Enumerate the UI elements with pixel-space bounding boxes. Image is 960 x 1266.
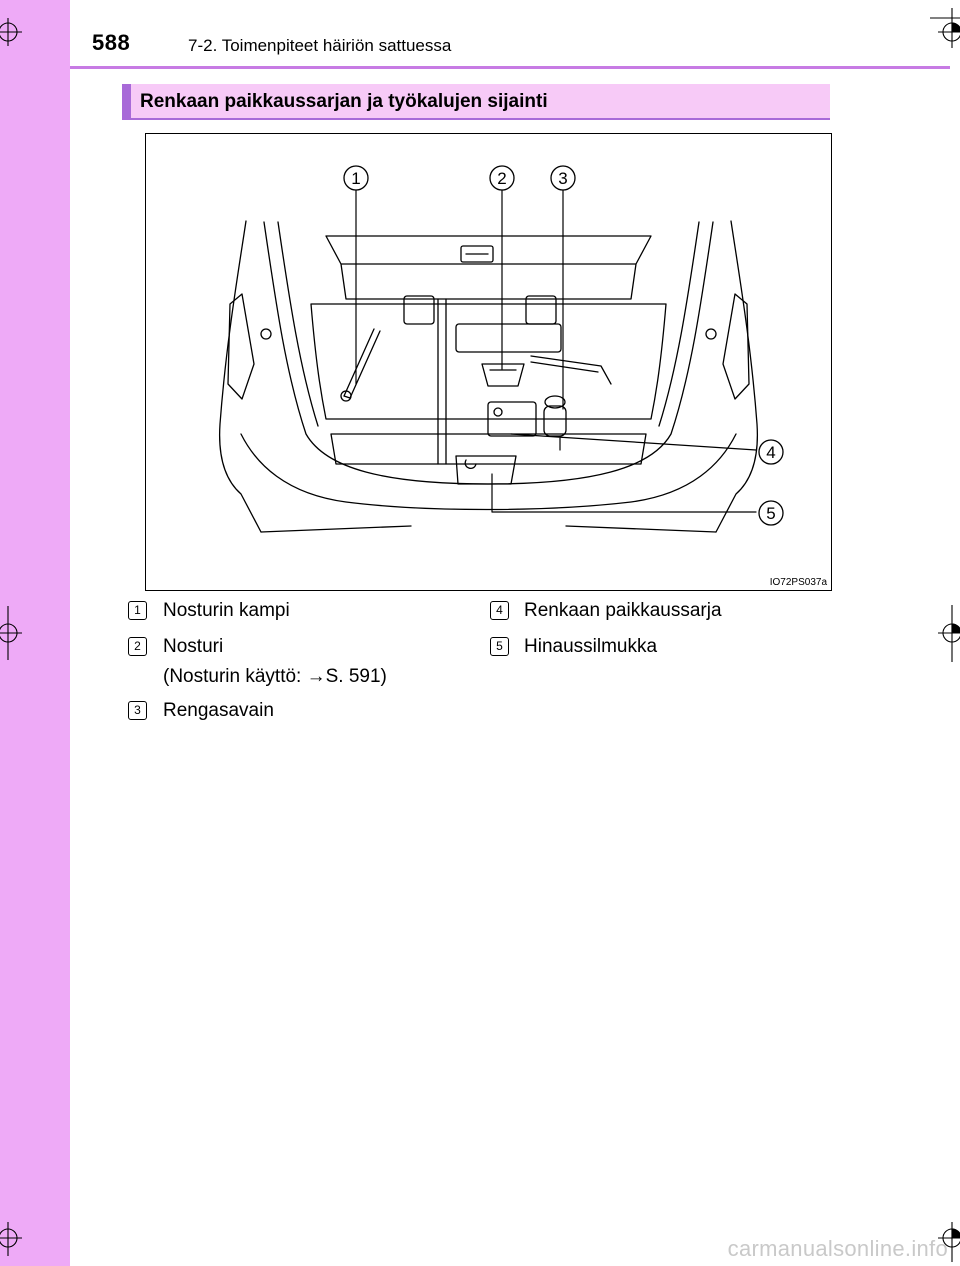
header-rule	[70, 66, 950, 69]
lower-floor	[330, 433, 647, 465]
callout-2-label: 2	[497, 169, 506, 188]
chapter-title: 7-2. Toimenpiteet häiriön sattuessa	[188, 36, 452, 55]
registration-mark-bottom-left	[0, 1222, 22, 1256]
callout-4-label: 4	[766, 443, 775, 462]
car-body-outline	[218, 220, 759, 533]
legend-number-5: 5	[490, 637, 509, 656]
registration-mark-mid-left	[0, 606, 22, 660]
figure-code: IO72PS037a	[769, 577, 827, 588]
page-number: 588	[92, 30, 131, 55]
registration-mark-mid-right	[938, 605, 960, 662]
leader-line-5	[491, 473, 757, 513]
section-title: Renkaan paikkaussarjan ja työkalujen sij…	[140, 91, 548, 112]
callout-1-label: 1	[351, 169, 360, 188]
callout-3-label: 3	[558, 169, 567, 188]
callout-1: 1	[343, 165, 369, 191]
callout-5: 5	[758, 500, 784, 526]
watermark: carmanualsonline.info	[727, 1236, 948, 1261]
legend-text-2a: Nosturi	[163, 636, 224, 657]
leader-line-4	[510, 433, 757, 451]
seat-back	[325, 235, 652, 300]
repair-kit-drawing	[487, 401, 537, 437]
legend-number-2: 2	[128, 637, 147, 656]
callout-2: 2	[489, 165, 515, 191]
jack-drawing	[481, 363, 525, 387]
legend-text-5: Hinaussilmukka	[524, 636, 658, 657]
jack-handle-drawing	[343, 328, 381, 399]
legend-text-2b: (Nosturin käyttö: →S. 591)	[163, 666, 387, 687]
rear-bumper	[240, 433, 737, 511]
registration-mark-top-right	[930, 8, 960, 48]
legend-number-1: 1	[128, 601, 147, 620]
towing-eye-drawing	[455, 455, 517, 485]
trunk-illustration: 1 2 3 4 5 IO72PS037a	[145, 133, 832, 591]
legend-number-3: 3	[128, 701, 147, 720]
callout-5-label: 5	[766, 504, 775, 523]
callout-3: 3	[550, 165, 576, 191]
right-tail-light	[722, 293, 750, 400]
section-heading-accent	[122, 84, 131, 120]
legend-number-4: 4	[490, 601, 509, 620]
wrench-drawing	[530, 355, 612, 385]
section-heading-box	[122, 84, 830, 120]
callout-4: 4	[758, 439, 784, 465]
legend-text-4: Renkaan paikkaussarja	[524, 600, 722, 621]
registration-mark-top-left	[0, 18, 22, 46]
trunk-drawing: 1 2 3 4 5	[218, 165, 784, 533]
cargo-floor	[310, 303, 667, 420]
registration-mark-bottom-right	[938, 1222, 960, 1262]
legend-text-3: Rengasavain	[163, 700, 274, 721]
left-tail-light	[227, 293, 255, 400]
legend-text-1: Nosturin kampi	[163, 600, 290, 621]
